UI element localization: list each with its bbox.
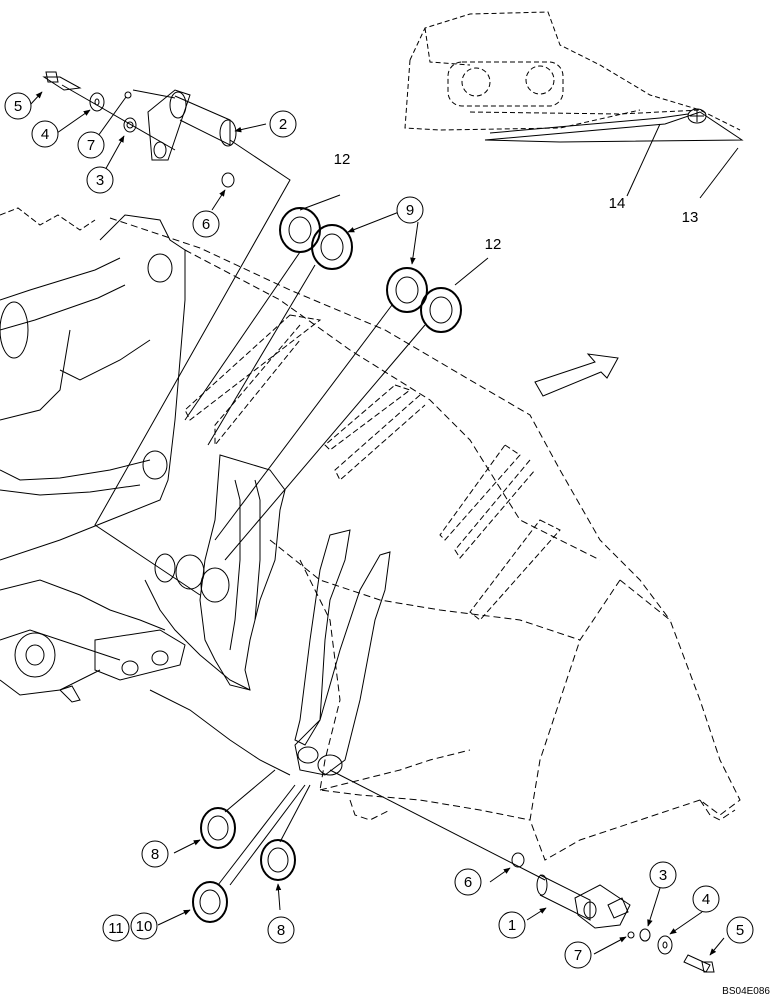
callout-label: 9 [406, 202, 414, 219]
callout-label: 3 [96, 172, 104, 189]
callout-label: 14 [609, 195, 626, 212]
callout-3-lower: 3 [649, 861, 677, 889]
callout-7-lower: 7 [564, 941, 592, 969]
callout-4-upper: 4 [31, 120, 59, 148]
callout-label: 6 [464, 874, 472, 891]
callout-3-upper: 3 [86, 166, 114, 194]
callout-label: 7 [87, 137, 95, 154]
callout-label: 10 [136, 918, 153, 935]
shim-set-lower [192, 807, 296, 923]
callout-label: 5 [14, 98, 22, 115]
callout-13: 13 [682, 209, 699, 226]
callout-12-upper: 12 [334, 151, 351, 168]
callout-7-upper: 7 [77, 131, 105, 159]
callout-6-lower: 6 [454, 868, 482, 896]
bucket [109, 217, 741, 861]
callout-2: 2 [269, 110, 297, 138]
callout-label: 4 [702, 891, 710, 908]
callout-8-right: 8 [267, 916, 295, 944]
callout-11: 11 [102, 914, 130, 942]
callout-10: 10 [130, 912, 158, 940]
callout-label: 13 [682, 209, 699, 226]
callout-9: 9 [396, 196, 424, 224]
callout-12-lower: 12 [485, 236, 502, 253]
callout-label: 12 [334, 151, 351, 168]
callout-label: 8 [151, 846, 159, 863]
callout-label: 3 [659, 867, 667, 884]
lower-pin-assembly [329, 769, 715, 973]
callout-label: 8 [277, 922, 285, 939]
tooth-inset [404, 11, 744, 143]
direction-arrow [534, 353, 619, 397]
callout-14: 14 [609, 195, 626, 212]
drawing-code: BS04E086 [722, 986, 770, 997]
callout-5-lower: 5 [726, 916, 754, 944]
callout-label: 6 [202, 216, 210, 233]
callout-8-left: 8 [141, 840, 169, 868]
callout-label: 4 [41, 126, 49, 143]
loader-arm [0, 207, 291, 776]
callout-label: 5 [736, 922, 744, 939]
shim-leader-lines [184, 251, 426, 561]
callout-label: 12 [485, 236, 502, 253]
callout-label: 11 [108, 920, 124, 937]
upper-pin-assembly [42, 71, 291, 596]
callout-5-upper: 5 [4, 92, 32, 120]
callout-label: 2 [279, 116, 287, 133]
callout-label: 7 [574, 947, 582, 964]
shim-set-upper [279, 207, 462, 333]
callout-label: 1 [508, 917, 516, 934]
lower-leader-lines [217, 769, 311, 886]
callout-arrows [29, 91, 739, 956]
callout-1: 1 [498, 911, 526, 939]
callout-6-upper: 6 [192, 210, 220, 238]
callout-4-lower: 4 [692, 885, 720, 913]
